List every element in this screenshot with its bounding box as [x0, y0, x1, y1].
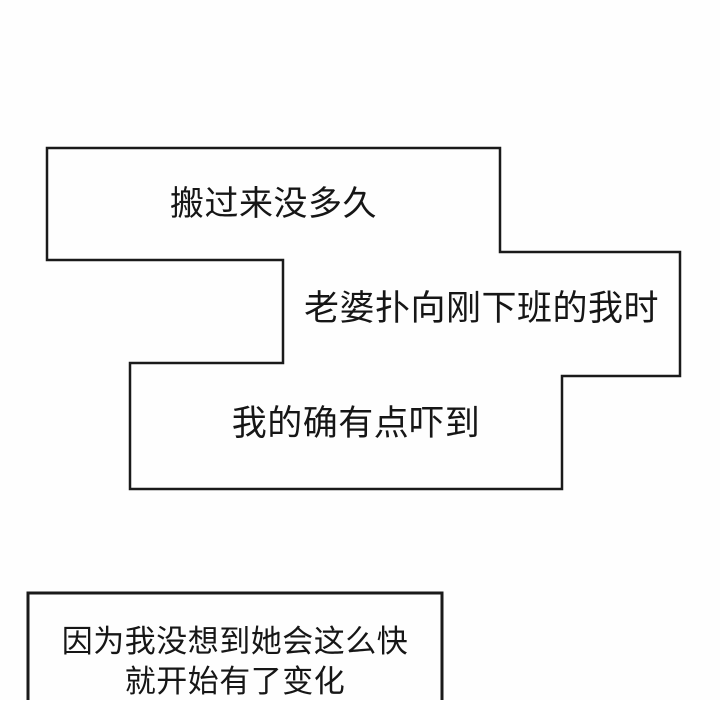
bottom-caption-text: 因为我没想到她会这么快 就开始有了变化: [28, 622, 442, 702]
caption-text-1: 搬过来没多久: [170, 184, 377, 224]
caption-text-2: 老婆扑向刚下班的我时: [303, 289, 659, 329]
bottom-caption-box-outline: [26, 591, 444, 700]
bottom-caption-line-1: 因为我没想到她会这么快: [61, 624, 409, 660]
bottom-caption-line-2: 就开始有了变化: [124, 664, 346, 700]
stepped-caption-panel-outline: [45, 146, 682, 491]
caption-text-3: 我的确有点吓到: [231, 404, 481, 444]
